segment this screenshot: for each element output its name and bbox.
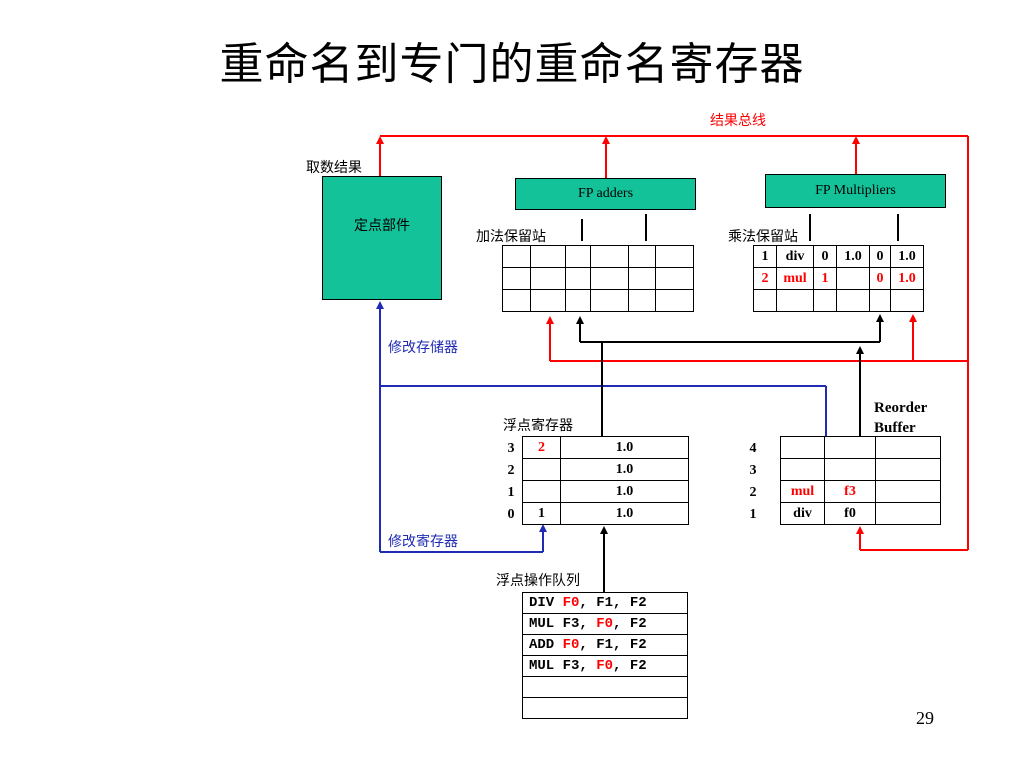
result-bus-wires xyxy=(376,135,969,551)
table-row xyxy=(502,267,694,290)
fp-op-queue-label: 浮点操作队列 xyxy=(496,573,580,589)
table-row xyxy=(522,676,688,698)
table-row: 1.0 xyxy=(522,458,689,481)
table-row: 1.0 xyxy=(522,480,689,503)
table-row xyxy=(780,458,941,481)
fp-multipliers-unit: FP Multipliers xyxy=(765,174,946,208)
table-row xyxy=(502,245,694,268)
fp-multipliers-label: FP Multipliers xyxy=(815,183,896,198)
operand-bus-wires xyxy=(576,214,899,592)
adder-rs-label: 加法保留站 xyxy=(476,229,546,245)
fetch-result-label: 取数结果 xyxy=(306,160,362,176)
table-row xyxy=(753,289,924,312)
fp-adders-label: FP adders xyxy=(577,186,634,201)
integer-unit-label: 定点部件 xyxy=(354,218,410,234)
table-row xyxy=(502,289,694,312)
table-row: MUL F3, F0, F2 xyxy=(522,655,688,677)
table-row: 2 mul 1 0 1.0 xyxy=(753,267,924,290)
table-row: ADD F0, F1, F2 xyxy=(522,634,688,656)
adder-reservation-station xyxy=(502,245,694,312)
modify-memory-label: 修改存储器 xyxy=(388,340,458,356)
reorder-buffer-label: Reorder Buffer xyxy=(874,400,928,436)
table-row: DIV F0, F1, F2 xyxy=(522,592,688,614)
fp-op-queue: DIV F0, F1, F2 MUL F3, F0, F2 ADD F0, F1… xyxy=(522,592,688,719)
page-title: 重命名到专门的重命名寄存器 xyxy=(219,39,805,90)
mult-rs-label: 乘法保留站 xyxy=(728,229,798,245)
table-row: 1 div 0 1.0 0 1.0 xyxy=(753,245,924,268)
mult-reservation-station: 1 div 0 1.0 0 1.0 2 mul 1 0 1.0 xyxy=(753,245,924,312)
integer-unit: 定点部件 xyxy=(322,176,442,300)
modify-registers-label: 修改寄存器 xyxy=(388,534,458,550)
page-number: 29 xyxy=(916,708,934,728)
result-bus-label: 结果总线 xyxy=(710,113,766,129)
table-row: MUL F3, F0, F2 xyxy=(522,613,688,635)
table-row xyxy=(780,436,941,459)
table-row xyxy=(522,697,688,719)
fp-registers-label: 浮点寄存器 xyxy=(503,418,573,434)
fp-adders-unit: FP adders xyxy=(515,178,696,210)
